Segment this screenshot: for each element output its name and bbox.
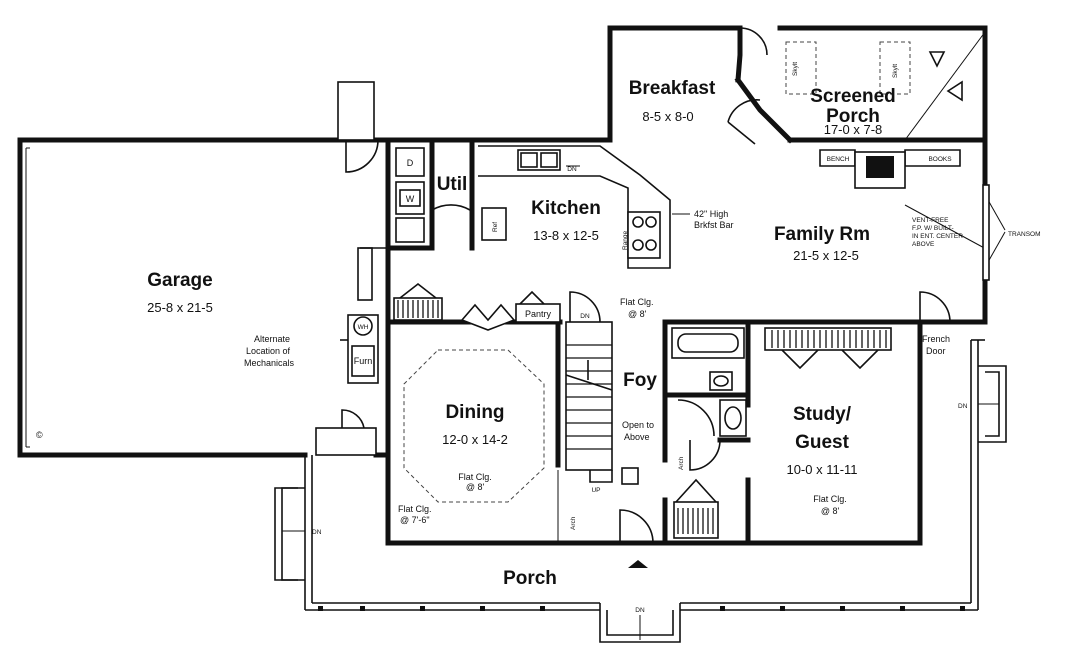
french-door-2: Door: [926, 346, 946, 356]
dining-label: Dining: [445, 402, 504, 423]
garage-dims: 25-8 x 21-5: [147, 300, 213, 315]
foy-label: Foy: [623, 370, 657, 391]
family-room-dims: 21-5 x 12-5: [793, 248, 859, 263]
house-walls: [385, 25, 988, 546]
porch-flat-clg: Flat Clg.: [398, 504, 432, 514]
alt-mech-note-1: Alternate: [254, 334, 290, 344]
french-door-1: French: [922, 334, 950, 344]
bar-note-2: Brkfst Bar: [694, 220, 734, 230]
dryer-label: D: [407, 158, 414, 168]
bar-note-1: 42" High: [694, 209, 728, 219]
screened-porch-details: [727, 27, 986, 145]
study-clg-height: @ 8': [821, 506, 840, 516]
util-details: [395, 147, 471, 248]
wh-label: WH: [358, 324, 369, 331]
alt-mech-note-3: Mechanicals: [244, 358, 295, 368]
pantry-label: Pantry: [525, 309, 552, 319]
study-label-1: Study/: [793, 404, 852, 425]
porch-label: Porch: [503, 568, 557, 589]
fireplace-note-1: VENT-FREE: [912, 217, 949, 224]
family-room-details: [819, 149, 1006, 323]
study-label-2: Guest: [795, 432, 850, 453]
arch-label-1: Arch: [570, 516, 577, 530]
ref-label: Ref: [492, 222, 499, 232]
open-above-1: Open to: [622, 420, 654, 430]
front-porch: [274, 339, 1007, 643]
range-label: Range: [622, 230, 629, 250]
bath-details: [671, 327, 747, 471]
arch-label-2: Arch: [678, 456, 685, 470]
open-above-2: Above: [624, 432, 650, 442]
kitchen-dims: 13-8 x 12-5: [533, 228, 599, 243]
family-clg-height: @ 8': [628, 309, 647, 319]
right-porch-dn: DN: [958, 403, 968, 410]
stair-details: [565, 291, 654, 568]
dining-dims: 12-0 x 14-2: [442, 432, 508, 447]
washer-label: W: [406, 194, 415, 204]
left-porch-dn: DN: [312, 529, 322, 536]
transom-label: TRANSOM: [1008, 231, 1041, 238]
dining-details: [403, 349, 559, 543]
garage-walls: [17, 81, 391, 458]
family-flat-clg: Flat Clg.: [620, 297, 654, 307]
fireplace-note-3: IN ENT. CENTER: [912, 233, 963, 240]
books-label: BOOKS: [928, 156, 952, 163]
screened-porch-dims: 17-0 x 7-8: [824, 122, 883, 137]
skylight-label-2: Skylt: [892, 64, 899, 78]
kitchen-label: Kitchen: [531, 198, 601, 219]
porch-clg-height: @ 7'-6": [400, 515, 430, 525]
util-label: Util: [437, 174, 468, 195]
dining-clg-height: @ 8': [466, 482, 485, 492]
stair-up-label: UP: [591, 487, 600, 494]
copyright-mark: ©: [36, 430, 43, 440]
screened-porch-label-2: Porch: [826, 106, 880, 127]
stair-dn-label: DN: [580, 313, 590, 320]
garage-label: Garage: [147, 270, 212, 291]
breakfast-dims: 8-5 x 8-0: [642, 109, 693, 124]
alt-mech-note-2: Location of: [246, 346, 291, 356]
screened-porch-label-1: Screened: [810, 86, 896, 107]
furn-label: Furn: [354, 356, 373, 366]
closet-hatches: [393, 282, 892, 539]
skylight-label-1: Skylt: [792, 62, 799, 76]
study-dims: 10-0 x 11-11: [786, 462, 857, 477]
bench-label: BENCH: [827, 156, 850, 163]
breakfast-label: Breakfast: [629, 78, 716, 99]
fireplace-note-4: ABOVE: [912, 241, 935, 248]
kitchen-details: [478, 145, 690, 269]
dining-flat-clg: Flat Clg.: [458, 472, 492, 482]
family-room-label: Family Rm: [774, 224, 870, 245]
fireplace-note-2: F.P. W/ BUILT-: [912, 225, 954, 232]
front-steps-dn: DN: [635, 607, 645, 614]
kitchen-dn-label: DN: [567, 166, 577, 173]
study-flat-clg: Flat Clg.: [813, 494, 847, 504]
